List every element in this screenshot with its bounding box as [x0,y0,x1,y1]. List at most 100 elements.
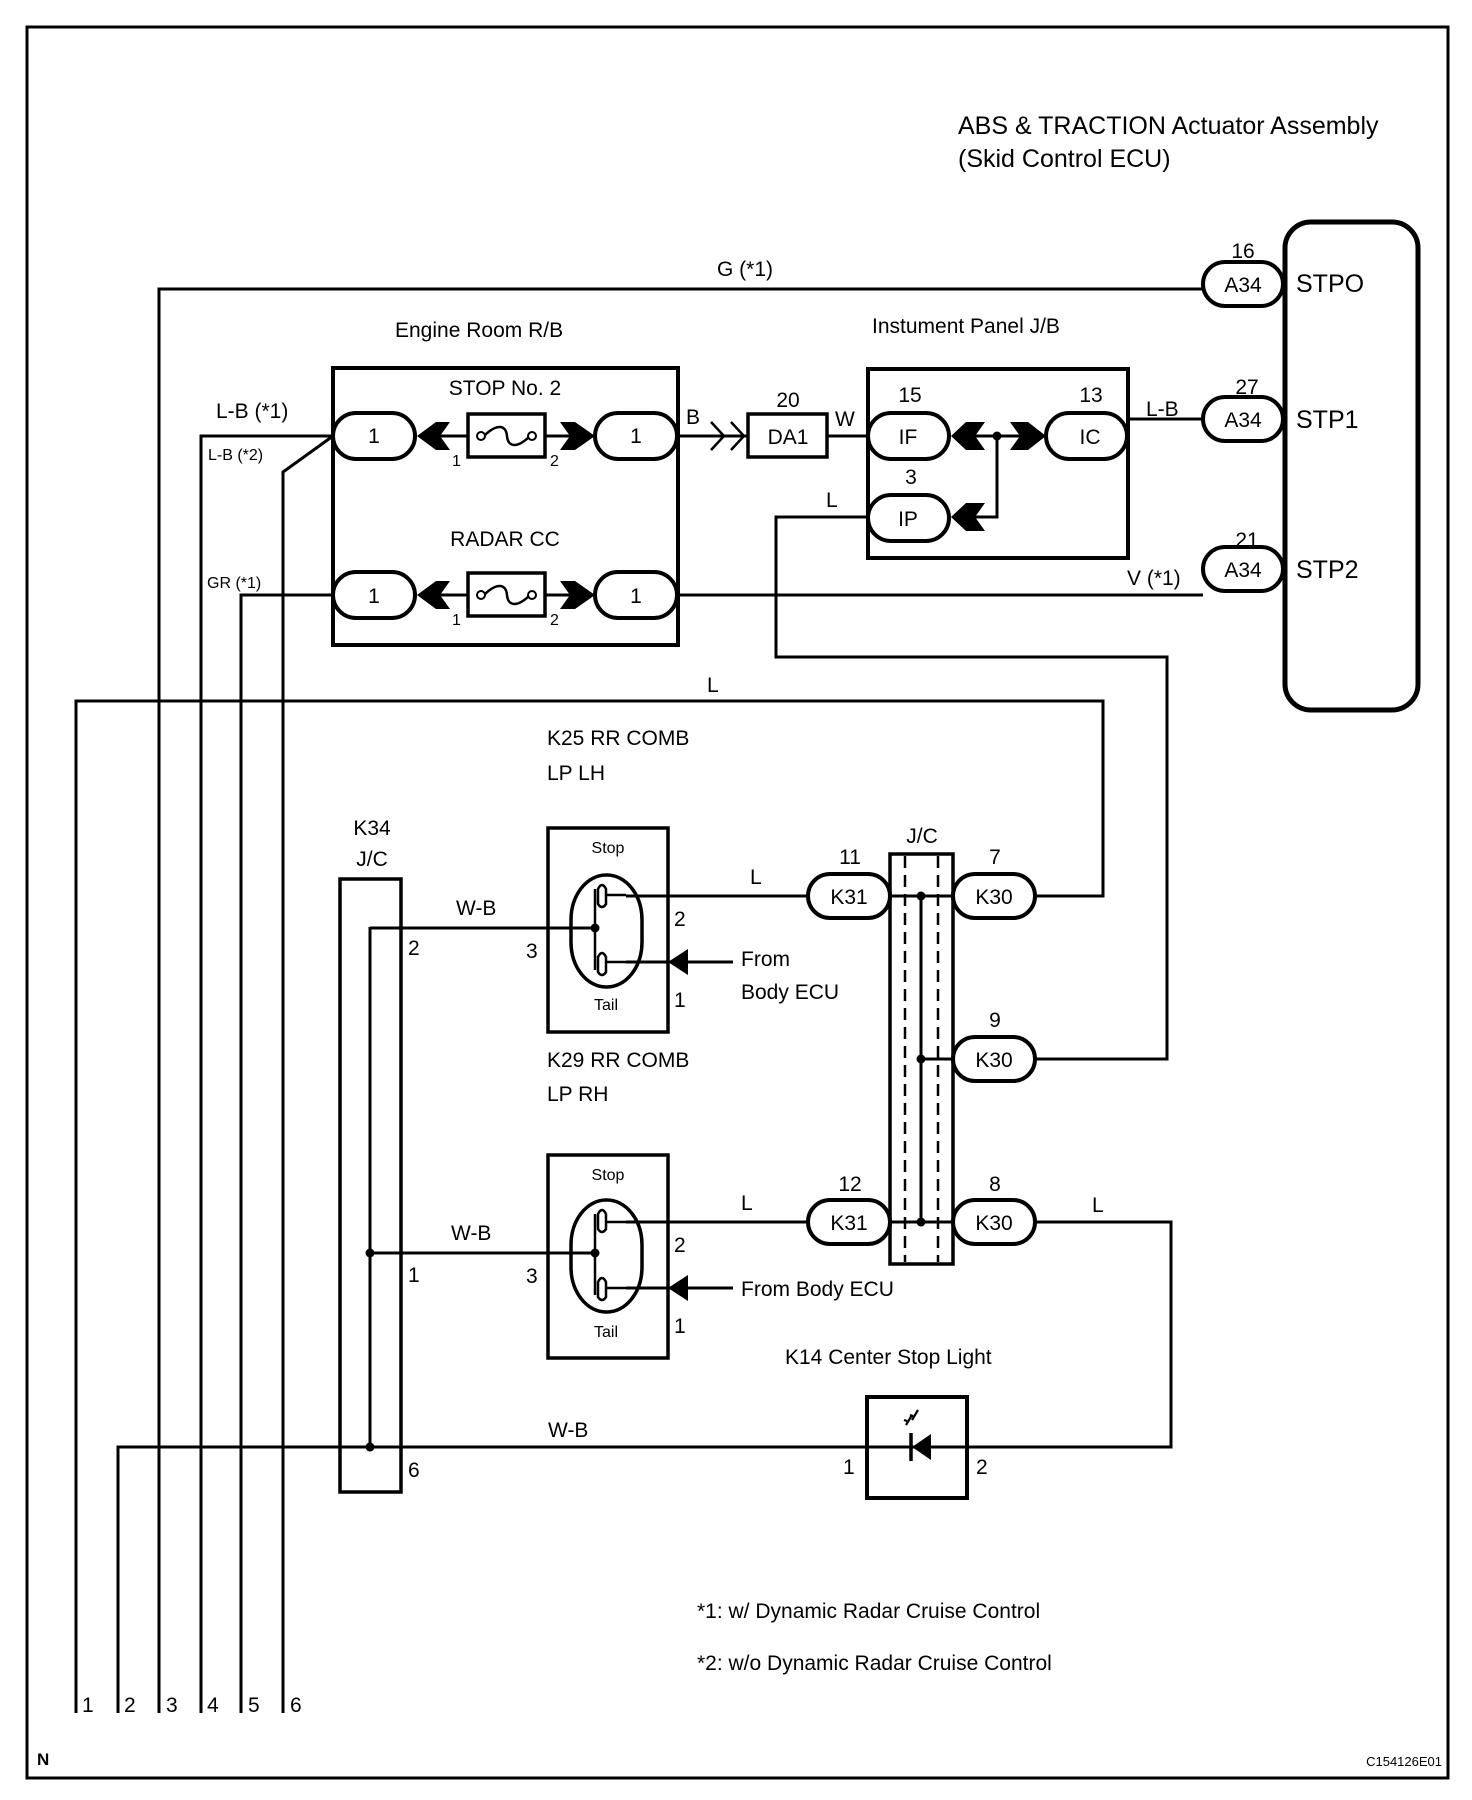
pin-number: 13 [1079,384,1102,407]
k29-from: From Body ECU [741,1278,894,1301]
lamp-stop-label: Stop [592,1167,625,1184]
line-label: 6 [290,1694,302,1717]
instrument-panel-jb-box [866,367,1130,560]
light-rays-icon [903,1409,919,1426]
line-label: 1 [82,1694,94,1717]
connector-label: DA1 [768,426,809,449]
wire-label-v: V (*1) [1127,567,1181,590]
wire-wb-k14 [116,1445,867,1713]
female-terminal-icon [951,503,985,531]
wire-label-lb: L-B [1146,398,1179,421]
wire-label-l-k25: L [750,866,762,889]
wire-label-gr: GR (*1) [207,575,261,592]
pin-number: 3 [905,466,917,489]
ecu-title: ABS & TRACTION Actuator Assembly [958,112,1379,140]
connector-k30-7 [951,872,1037,920]
female-terminal-icon [417,422,450,450]
ecu-pin-stp2: 21 A34 STP2 [1201,529,1359,593]
wire-label-wb-k25: W-B [456,897,496,920]
engine-room-rb-box [331,366,680,647]
bulb-icon [569,1198,644,1314]
k25-from-source: Body ECU [741,981,839,1004]
wire-gr [239,593,333,1713]
splice-dot [992,431,1002,441]
splice-dot [916,891,926,901]
connector-label: IF [899,426,918,449]
connector-label: K30 [975,886,1012,909]
pin-number: 11 [839,846,861,869]
wire-label-l-k29: L [741,1192,753,1215]
pin-name: STPO [1296,270,1364,298]
footnote-2: *2: w/o Dynamic Radar Cruise Control [697,1652,1052,1675]
tail-filament-icon [596,1276,626,1302]
connector-if [866,411,951,461]
ecu-box [1282,219,1421,713]
wire-label-b: B [686,406,700,429]
jc-title: J/C [906,825,938,848]
pin-number: 9 [989,1009,1001,1032]
connector-label: A34 [1224,274,1262,297]
k25-lamp-box [546,826,670,1034]
pin-number: 27 [1235,376,1258,399]
pin-number: 8 [989,1173,1001,1196]
lamp-stop-label: Stop [592,840,625,857]
connector-da1 [746,412,829,459]
k34-title: K34 [353,817,391,840]
male-terminal-icon [1010,422,1046,450]
connector-label: 1 [368,585,380,608]
k25-from: From [741,948,790,971]
wire-label-l-ip: L [826,489,838,512]
male-terminal-icon [560,422,595,450]
k25-title: K25 RR COMB [547,727,689,750]
ecu-subtitle: (Skid Control ECU) [958,145,1171,173]
terminal-number: 2 [550,612,559,629]
k29-pin-ground: 3 [526,1265,538,1288]
led-icon [912,1434,931,1460]
wire-label-wb-k29: W-B [451,1222,491,1245]
fuse-element-icon [483,425,531,447]
connector-label: K30 [975,1212,1012,1235]
junction-connector-icon [710,421,726,451]
pin-number: 7 [989,846,1001,869]
da1-pin: 20 [776,389,799,412]
k34-subtitle: J/C [356,848,388,871]
tail-filament-icon [596,951,626,977]
k34-pin: 6 [408,1459,420,1482]
fuse-stop-no2-label: STOP No. 2 [449,377,561,400]
connector-k30-9 [951,1035,1037,1083]
pin-name: STP1 [1296,406,1359,434]
k29-lamp-box [546,1153,670,1360]
k25-pin-ground: 3 [526,940,538,963]
terminal-number: 1 [452,453,461,470]
ground-line-labels: 1 2 3 4 5 6 [82,1694,302,1717]
connector-k31-11 [806,872,892,920]
connector-label: 1 [630,585,642,608]
instrument-panel-jb-title: Instument Panel J/B [872,315,1060,338]
wire-l-top [74,699,1105,1713]
lamp-tail-label: Tail [594,997,618,1014]
connector-a34-stpo [1201,260,1285,308]
wire-lb1 [199,434,333,1713]
k34-pin: 1 [408,1264,420,1287]
fuse-element-icon [483,584,531,606]
wire-lb2 [281,434,334,1713]
figure-id: C154126E01 [1366,1754,1442,1769]
k25-subtitle: LP LH [547,762,605,785]
ecu-pin-stpo: 16 A34 STPO [1201,240,1364,308]
lamp-tail-label: Tail [594,1324,618,1341]
wire-label-w: W [835,408,855,431]
pin-number: 15 [898,384,921,407]
jb-bus [975,436,999,519]
engine-room-rb-title: Engine Room R/B [395,319,563,342]
k29-subtitle: LP RH [547,1083,608,1106]
terminal-number: 2 [550,453,559,470]
pin-number: 16 [1231,240,1254,263]
female-terminal-icon [417,581,450,609]
pin-name: STP2 [1296,556,1359,584]
wire-l-k14 [966,1220,1173,1449]
connector-label: 1 [630,425,642,448]
arrow-from-body-ecu-icon [668,1275,688,1301]
wire-label-lb2: L-B (*2) [208,447,263,464]
wire-label-wb-k14: W-B [548,1419,588,1442]
connector-label: K31 [830,886,867,909]
